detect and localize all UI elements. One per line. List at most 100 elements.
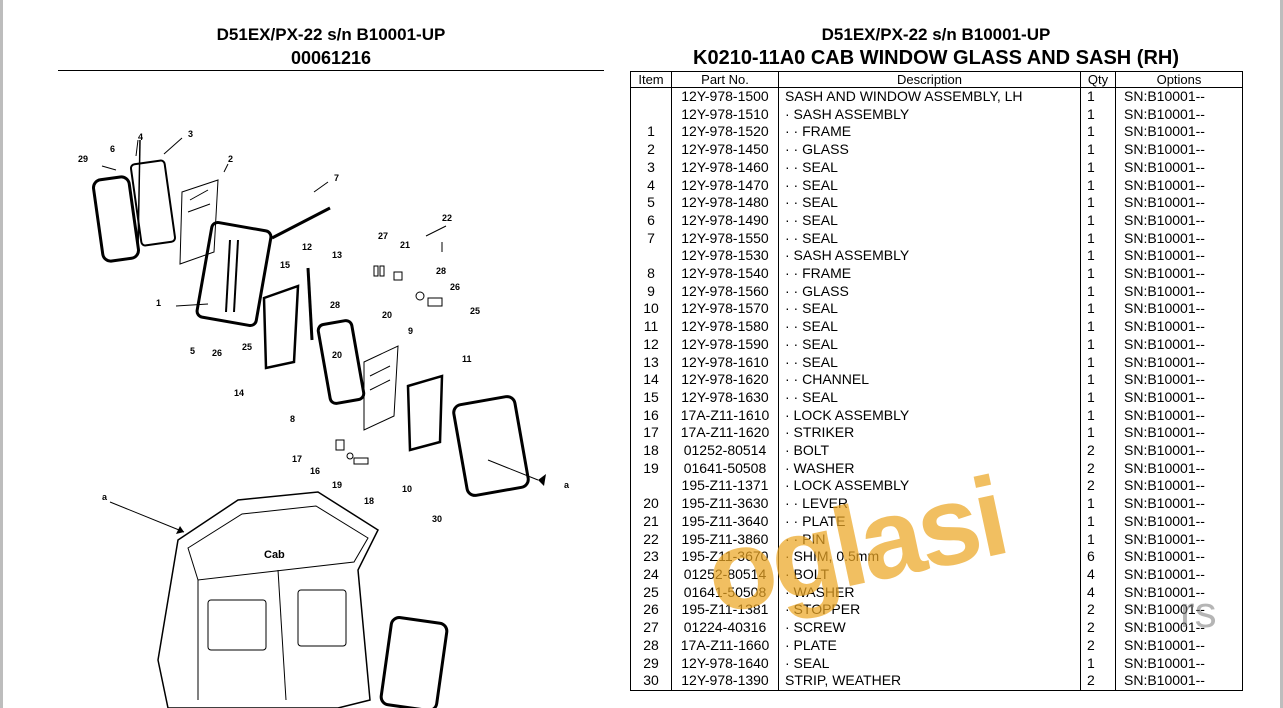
- options-cell: SN:B10001--: [1115, 601, 1243, 620]
- options-cell: SN:B10001--: [1115, 123, 1243, 142]
- right-model-heading: D51EX/PX-22 s/n B10001-UP: [821, 25, 1051, 44]
- item-cell: 24: [630, 565, 672, 584]
- part-number-cell: 12Y-978-1640: [671, 654, 779, 673]
- options-cell: SN:B10001--: [1115, 583, 1243, 602]
- callout-4: 4: [138, 132, 143, 142]
- item-cell: [630, 477, 672, 496]
- item-cell: 19: [630, 459, 672, 478]
- item-cell: 20: [630, 495, 672, 513]
- description-cell: · · CHANNEL: [778, 371, 1081, 389]
- item-cell: [630, 87, 672, 106]
- qty-cell: 1: [1080, 654, 1116, 673]
- item-cell: 2: [630, 141, 672, 159]
- options-cell: SN:B10001--: [1115, 300, 1243, 319]
- qty-cell: 1: [1080, 300, 1116, 319]
- part-number-cell: 12Y-978-1610: [671, 353, 779, 372]
- description-cell: · LOCK ASSEMBLY: [778, 406, 1081, 425]
- callout-10: 10: [402, 484, 412, 494]
- item-cell: 5: [630, 194, 672, 212]
- item-cell: 26: [630, 601, 672, 620]
- left-page-edge: [0, 0, 3, 708]
- item-cell: 4: [630, 176, 672, 195]
- description-cell: · · LEVER: [778, 495, 1081, 513]
- description-cell: · SEAL: [778, 654, 1081, 673]
- description-cell: · BOLT: [778, 442, 1081, 460]
- options-cell: SN:B10001--: [1115, 406, 1243, 425]
- qty-cell: 4: [1080, 583, 1116, 602]
- part-number-cell: 01252-80514: [671, 442, 779, 460]
- item-cell: 14: [630, 371, 672, 389]
- item-cell: 8: [630, 265, 672, 283]
- item-cell: [630, 247, 672, 266]
- qty-cell: 1: [1080, 530, 1116, 549]
- item-cell: 22: [630, 530, 672, 549]
- part-number-cell: 12Y-978-1550: [671, 229, 779, 248]
- options-cell: SN:B10001--: [1115, 371, 1243, 389]
- qty-cell: 1: [1080, 105, 1116, 124]
- options-cell: SN:B10001--: [1115, 459, 1243, 478]
- left-model-heading: D51EX/PX-22 s/n B10001-UP: [216, 25, 446, 44]
- qty-cell: 1: [1080, 424, 1116, 443]
- callout-27: 26: [212, 348, 222, 358]
- options-cell: SN:B10001--: [1115, 141, 1243, 159]
- part-number-cell: 195-Z11-3640: [671, 512, 779, 531]
- callout-28b: 28: [330, 300, 340, 310]
- col-partno-header: Part No.: [671, 71, 779, 88]
- item-cell: 9: [630, 282, 672, 301]
- qty-cell: 1: [1080, 247, 1116, 266]
- description-cell: · · FRAME: [778, 265, 1081, 283]
- description-cell: · WASHER: [778, 459, 1081, 478]
- options-cell: SN:B10001--: [1115, 211, 1243, 230]
- item-cell: 10: [630, 300, 672, 319]
- sash-frame-shape: [129, 159, 177, 247]
- qty-cell: 2: [1080, 477, 1116, 496]
- part-number-cell: 12Y-978-1570: [671, 300, 779, 319]
- description-cell: · SASH ASSEMBLY: [778, 105, 1081, 124]
- qty-cell: 1: [1080, 495, 1116, 513]
- description-cell: · · PLATE: [778, 512, 1081, 531]
- qty-cell: 1: [1080, 388, 1116, 407]
- callout-23: 27: [378, 231, 388, 241]
- header-rule: [58, 70, 604, 71]
- description-cell: · · SEAL: [778, 353, 1081, 372]
- callout-12: 12: [302, 242, 312, 252]
- description-cell: · SASH ASSEMBLY: [778, 247, 1081, 266]
- item-cell: 18: [630, 442, 672, 460]
- description-cell: · STRIKER: [778, 424, 1081, 443]
- callout-24: 25: [470, 306, 480, 316]
- qty-cell: 1: [1080, 176, 1116, 195]
- exploded-parts-diagram: 29 6 4 3 2 7 22 27 21 12 13 15 28 26 25 …: [78, 129, 570, 708]
- part-number-cell: 12Y-978-1530: [671, 247, 779, 266]
- description-cell: · · GLASS: [778, 141, 1081, 159]
- callout-19: 19: [332, 480, 342, 490]
- description-cell: · · SEAL: [778, 211, 1081, 230]
- part-number-cell: 12Y-978-1620: [671, 371, 779, 389]
- options-cell: SN:B10001--: [1115, 619, 1243, 637]
- qty-cell: 2: [1080, 636, 1116, 655]
- callout-17: 17: [292, 454, 302, 464]
- callout-22: 22: [442, 213, 452, 223]
- qty-cell: 1: [1080, 335, 1116, 354]
- qty-cell: 1: [1080, 318, 1116, 336]
- qty-cell: 1: [1080, 229, 1116, 248]
- col-qty-header: Qty: [1080, 71, 1116, 88]
- description-cell: · · SEAL: [778, 300, 1081, 319]
- cab-label: Cab: [264, 549, 285, 561]
- part-number-cell: 01252-80514: [671, 565, 779, 584]
- options-cell: SN:B10001--: [1115, 442, 1243, 460]
- callout-a-left: a: [102, 492, 108, 502]
- part-number-cell: 12Y-978-1560: [671, 282, 779, 301]
- item-cell: 1: [630, 123, 672, 142]
- item-cell: 27: [630, 619, 672, 637]
- part-number-cell: 195-Z11-1371: [671, 477, 779, 496]
